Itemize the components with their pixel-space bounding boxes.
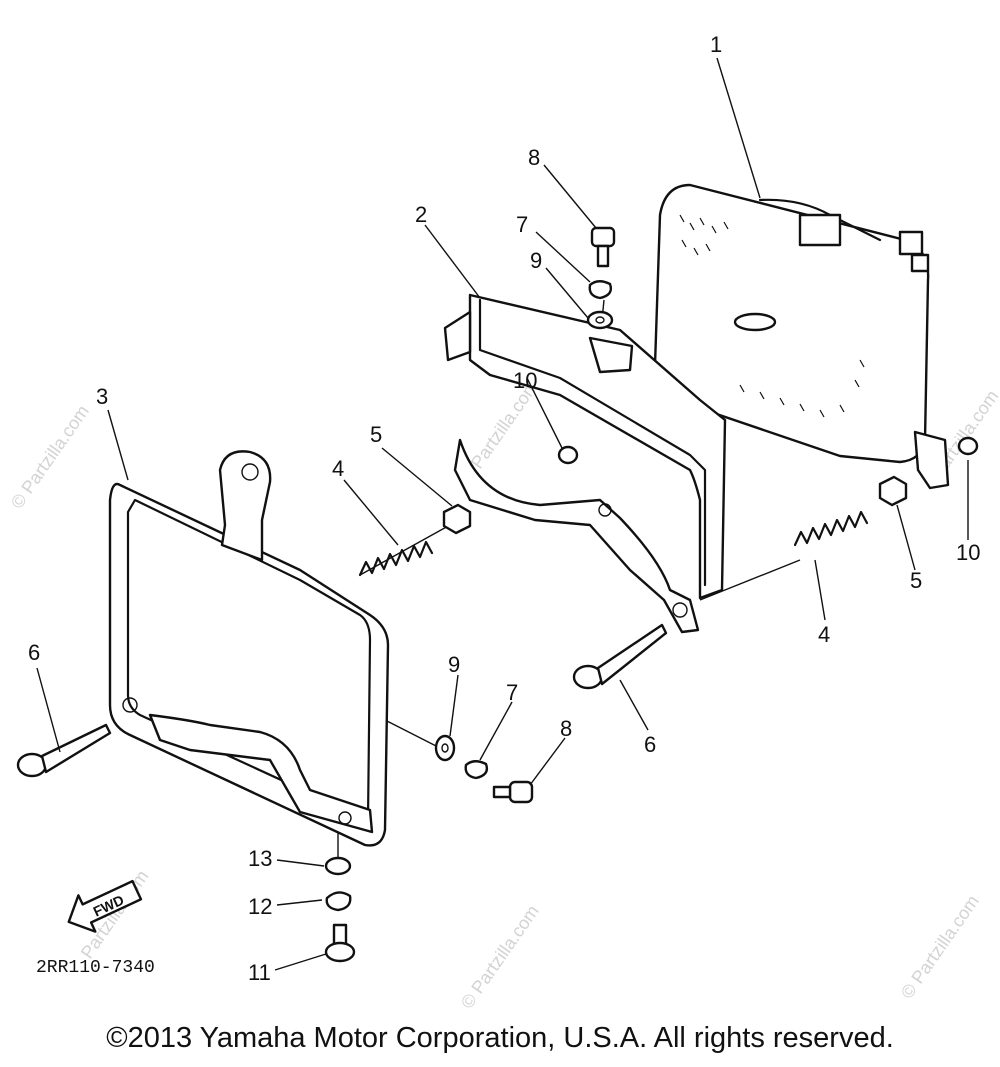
bottom-plain-washer (324, 856, 352, 876)
callout-11: 11 (248, 960, 271, 985)
callout-8: 8 (528, 145, 540, 170)
callout-1: 1 (710, 32, 722, 57)
callout-3: 3 (96, 384, 108, 409)
mounting-screw (492, 780, 534, 804)
callout-6: 6 (28, 640, 40, 665)
callout-2: 2 (415, 202, 427, 227)
leader-lines (36, 57, 969, 971)
callout-8: 8 (560, 716, 572, 741)
callout-labels: 1 2 3 4 4 5 5 6 6 7 7 8 8 9 9 10 10 11 1… (28, 32, 980, 985)
callout-4: 4 (818, 622, 830, 647)
watermark-text: © Partzilla.com (7, 401, 93, 512)
callout-10: 10 (513, 368, 537, 393)
bottom-bolt (324, 923, 356, 963)
callout-5: 5 (370, 422, 382, 447)
callout-10: 10 (956, 540, 980, 565)
adjusting-nut (878, 475, 908, 507)
outer-rim (108, 450, 390, 847)
copyright-notice: ©2013 Yamaha Motor Corporation, U.S.A. A… (106, 1022, 894, 1054)
callout-9: 9 (448, 652, 460, 677)
callout-9: 9 (530, 248, 542, 273)
plain-washer (586, 310, 614, 330)
adjusting-screw (16, 723, 112, 778)
adjusting-screw (572, 623, 668, 690)
callout-6: 6 (644, 732, 656, 757)
adjusting-nut (442, 503, 472, 535)
diagram-part-code: 2RR110-7340 (36, 958, 155, 978)
spring-washer (464, 760, 489, 780)
callout-7: 7 (506, 680, 518, 705)
inner-bracket (443, 293, 727, 634)
watermark-text: © Partzilla.com (457, 901, 543, 1012)
headlight-unit (653, 183, 950, 490)
callout-13: 13 (248, 846, 272, 871)
mounting-screw (590, 226, 616, 268)
plain-washer (434, 734, 456, 762)
callout-7: 7 (516, 212, 528, 237)
watermark-text: © Partzilla.com (897, 891, 983, 1002)
adjusting-spring (793, 510, 869, 547)
bottom-spring-washer (325, 891, 352, 912)
callout-12: 12 (248, 894, 272, 919)
callout-5: 5 (910, 568, 922, 593)
adjusting-spring (358, 540, 434, 577)
rubber-cap (557, 445, 579, 465)
spring-washer (588, 280, 613, 300)
callout-4: 4 (332, 456, 344, 481)
rubber-cap (957, 436, 979, 456)
